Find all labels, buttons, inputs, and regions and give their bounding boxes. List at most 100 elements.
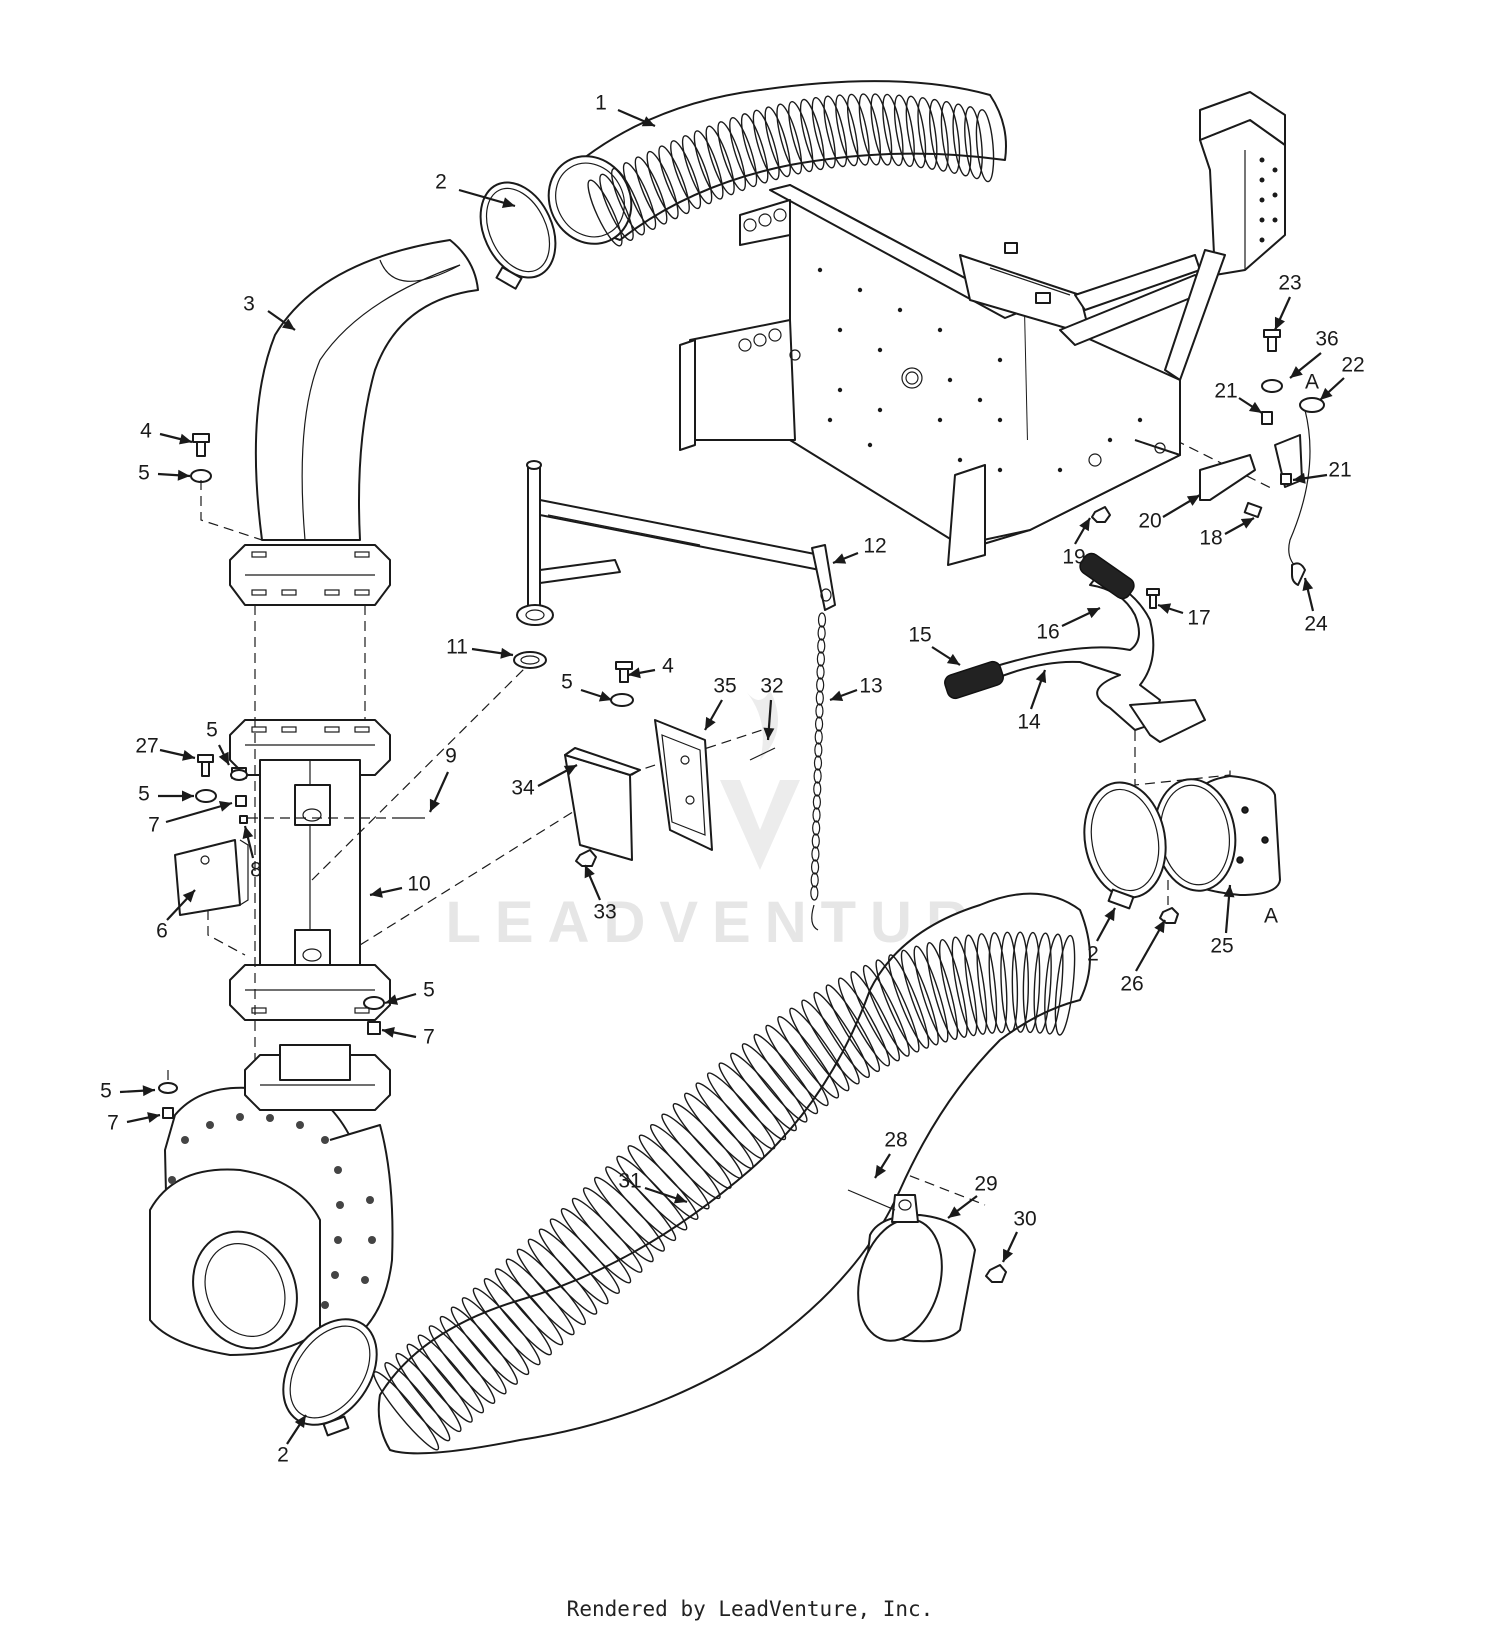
callout-label: 29 (974, 1173, 997, 1196)
callout-arrowhead (833, 553, 847, 564)
callout-5: 5 (206, 719, 230, 766)
callout-label: 6 (156, 920, 168, 943)
vertical-chute-tube (229, 719, 391, 1021)
callout-5: 5 (138, 462, 191, 485)
hose-clamp-bottom (282, 1318, 378, 1437)
callout-arrowhead (182, 749, 195, 761)
callout-34: 34 (511, 764, 578, 800)
callout-arrowhead (1274, 316, 1285, 330)
callout-22: 22 (1319, 354, 1365, 401)
callout-label: 2 (1087, 943, 1099, 966)
lower-flex-hose (373, 892, 1091, 1455)
callout-24: 24 (1302, 577, 1328, 636)
callout-label: 35 (713, 675, 736, 698)
callout-arrowhead (1248, 401, 1262, 413)
hardware-housing (158, 996, 385, 1119)
callout-arrowhead (598, 691, 612, 702)
callout-13: 13 (829, 675, 883, 702)
bolt-washer-chute (190, 433, 212, 483)
callout-14: 14 (1017, 669, 1047, 734)
callout-6: 6 (156, 889, 196, 943)
callout-label: 30 (1013, 1208, 1036, 1231)
callout-arrowhead (294, 1415, 306, 1429)
callout-label: 20 (1138, 510, 1161, 533)
callout-arrowhead (673, 1192, 687, 1204)
callout-30: 30 (1002, 1208, 1037, 1263)
callout-2: 2 (435, 171, 516, 208)
callout-arrowhead (763, 727, 775, 740)
callout-label: 7 (423, 1026, 435, 1049)
callout-label: 5 (206, 719, 218, 742)
assembly-lines (167, 439, 1276, 1206)
elbow-chute (229, 239, 479, 606)
callout-arrowhead (1035, 670, 1047, 684)
callout-4: 4 (140, 420, 193, 445)
callout-arrowhead (1154, 920, 1165, 934)
callout-label: 1 (595, 92, 607, 115)
callout-label: A (1264, 905, 1278, 928)
callout-label: 13 (859, 675, 882, 698)
callout-label: 19 (1062, 546, 1085, 569)
callout-label: 15 (908, 624, 931, 647)
hitch-bracket-hardware (1091, 329, 1325, 586)
callout-label: 25 (1210, 935, 1233, 958)
callout-27: 27 (135, 735, 196, 761)
callout-5: 5 (561, 671, 613, 702)
callout-8: 8 (242, 825, 262, 882)
callout-label: 27 (135, 735, 158, 758)
callout-36: 36 (1289, 328, 1339, 379)
callout-31: 31 (618, 1170, 688, 1204)
callout-15: 15 (908, 624, 961, 666)
blower-housing (149, 1044, 394, 1356)
callout-12: 12 (832, 535, 887, 565)
callout-9: 9 (428, 745, 457, 813)
hitch-frame (679, 91, 1286, 566)
callout-label: 22 (1341, 354, 1364, 377)
callout-18: 18 (1199, 517, 1255, 550)
callout-arrowhead (1003, 1248, 1014, 1262)
callout-label: 17 (1187, 607, 1210, 630)
callout-label: 18 (1199, 527, 1222, 550)
callout-label: 14 (1017, 711, 1041, 734)
callout-arrowhead (830, 690, 844, 701)
callout-label: 23 (1278, 272, 1301, 295)
callout-29: 29 (947, 1173, 998, 1219)
callout-23: 23 (1273, 272, 1302, 331)
callout-arrowhead (1186, 495, 1200, 506)
callout-21: 21 (1214, 380, 1263, 414)
callout-arrowhead (385, 994, 399, 1005)
callout-label: 3 (243, 293, 255, 316)
hardware-set-left (195, 754, 425, 824)
callout-26: 26 (1120, 919, 1166, 996)
callout-5: 5 (384, 979, 435, 1005)
callout-arrowhead (177, 469, 190, 481)
callout-arrowhead (1302, 578, 1314, 591)
callout-arrowhead (182, 890, 195, 903)
callout-2: 2 (277, 1414, 307, 1467)
band-clamp (847, 1189, 1007, 1343)
callout-label: 24 (1304, 613, 1328, 636)
callout-28: 28 (874, 1129, 908, 1179)
callout-7: 7 (148, 801, 233, 837)
footer-credit: Rendered by LeadVenture, Inc. (566, 1597, 934, 1621)
callout-label: 10 (407, 873, 430, 896)
callout-arrowhead (1079, 518, 1090, 532)
callout-arrowhead (142, 1085, 155, 1097)
callout-arrowhead (1240, 518, 1254, 529)
callout-10: 10 (369, 873, 431, 898)
callout-label: 31 (618, 1170, 641, 1193)
callout-arrowhead (1086, 608, 1100, 619)
callout-arrowhead (501, 197, 515, 208)
callout-A: A (1305, 371, 1319, 394)
support-arm (513, 460, 836, 931)
callout-label: 36 (1315, 328, 1338, 351)
hose-clamp-top (479, 181, 557, 290)
callout-1: 1 (595, 92, 656, 128)
callout-arrowhead (946, 653, 960, 665)
callout-11: 11 (446, 636, 514, 659)
latch-bracket (564, 661, 776, 867)
callout-arrowhead (1223, 885, 1235, 898)
callout-label: 9 (445, 745, 457, 768)
